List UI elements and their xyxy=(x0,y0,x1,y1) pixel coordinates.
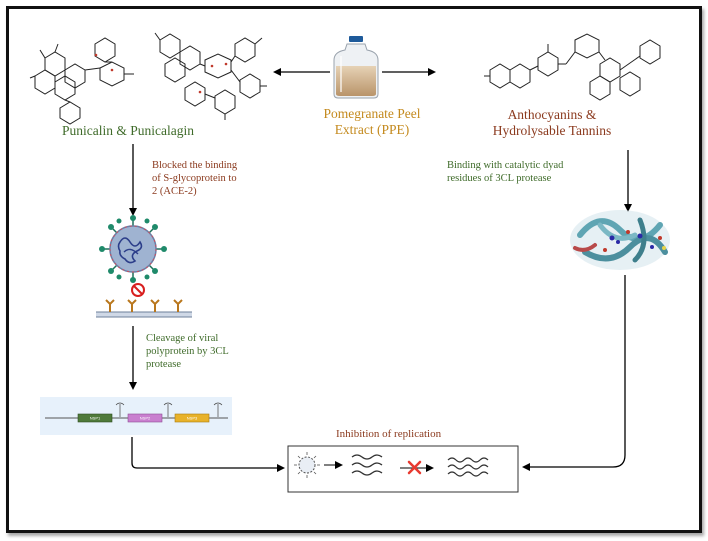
catalytic-dyad-note: Binding with catalytic dyad residues of … xyxy=(447,159,563,185)
ace2-receptor-icon xyxy=(96,299,192,318)
protease-structure-icon xyxy=(570,210,670,270)
ace2-block-note: Blocked the binding of S-glycoprotein to… xyxy=(152,159,237,198)
nsp3-label: NSP3 xyxy=(187,416,198,421)
polyprotein-panel xyxy=(40,397,232,435)
red-x-icon xyxy=(407,460,422,475)
anthocyanin-structure xyxy=(484,33,661,101)
replicated-rna-icon xyxy=(447,457,489,477)
anthocyanins-title: Anthocyanins & Hydrolysable Tannins xyxy=(462,107,642,139)
rna-strands-icon xyxy=(351,454,383,476)
nsp1-segment xyxy=(77,413,113,423)
arrow-polyprotein-to-inhibition xyxy=(131,437,285,472)
punicalin-title: Punicalin & Punicalagin xyxy=(62,123,194,138)
arrow-protease-to-inhibition xyxy=(522,275,626,471)
catalytic-dyad-note-line2: residues of 3CL protease xyxy=(447,173,552,184)
cleavage-note: Cleavage of viral polyprotein by 3CL pro… xyxy=(146,332,229,371)
cleavage-note-line2: polyprotein by 3CL xyxy=(146,346,229,357)
ace2-block-note-line2: of S-glycoprotein to xyxy=(152,173,237,184)
nsp3-segment xyxy=(174,413,210,423)
punicalin-structure xyxy=(29,37,134,125)
virus-particle-icon xyxy=(294,452,320,478)
catalytic-dyad-note-line1: Binding with catalytic dyad xyxy=(447,160,564,171)
nsp2-segment xyxy=(127,413,163,423)
nsp1-label: NSP1 xyxy=(90,416,101,421)
ace2-block-note-line3: 2 (ACE-2) xyxy=(152,186,197,197)
ppe-title: Pomegranate Peel Extract (PPE) xyxy=(302,106,442,138)
ppe-title-line1: Pomegranate Peel xyxy=(323,106,421,121)
punicalagin-structure xyxy=(154,32,267,120)
anthocyanins-title-line2: Hydrolysable Tannins xyxy=(492,123,612,138)
cleavage-note-line1: Cleavage of viral xyxy=(146,333,219,344)
cleavage-note-line3: protease xyxy=(146,359,181,370)
coronavirus-icon xyxy=(99,215,167,283)
no-entry-icon xyxy=(131,283,145,297)
inhibition-box xyxy=(287,445,519,493)
inhibition-label: Inhibition of replication xyxy=(336,428,442,440)
anthocyanins-title-line1: Anthocyanins & xyxy=(507,107,597,122)
pomegranate-extract-bottle xyxy=(333,36,379,99)
ace2-block-note-line1: Blocked the binding xyxy=(152,160,238,171)
nsp2-label: NSP2 xyxy=(140,416,151,421)
ppe-title-line2: Extract (PPE) xyxy=(334,122,410,137)
